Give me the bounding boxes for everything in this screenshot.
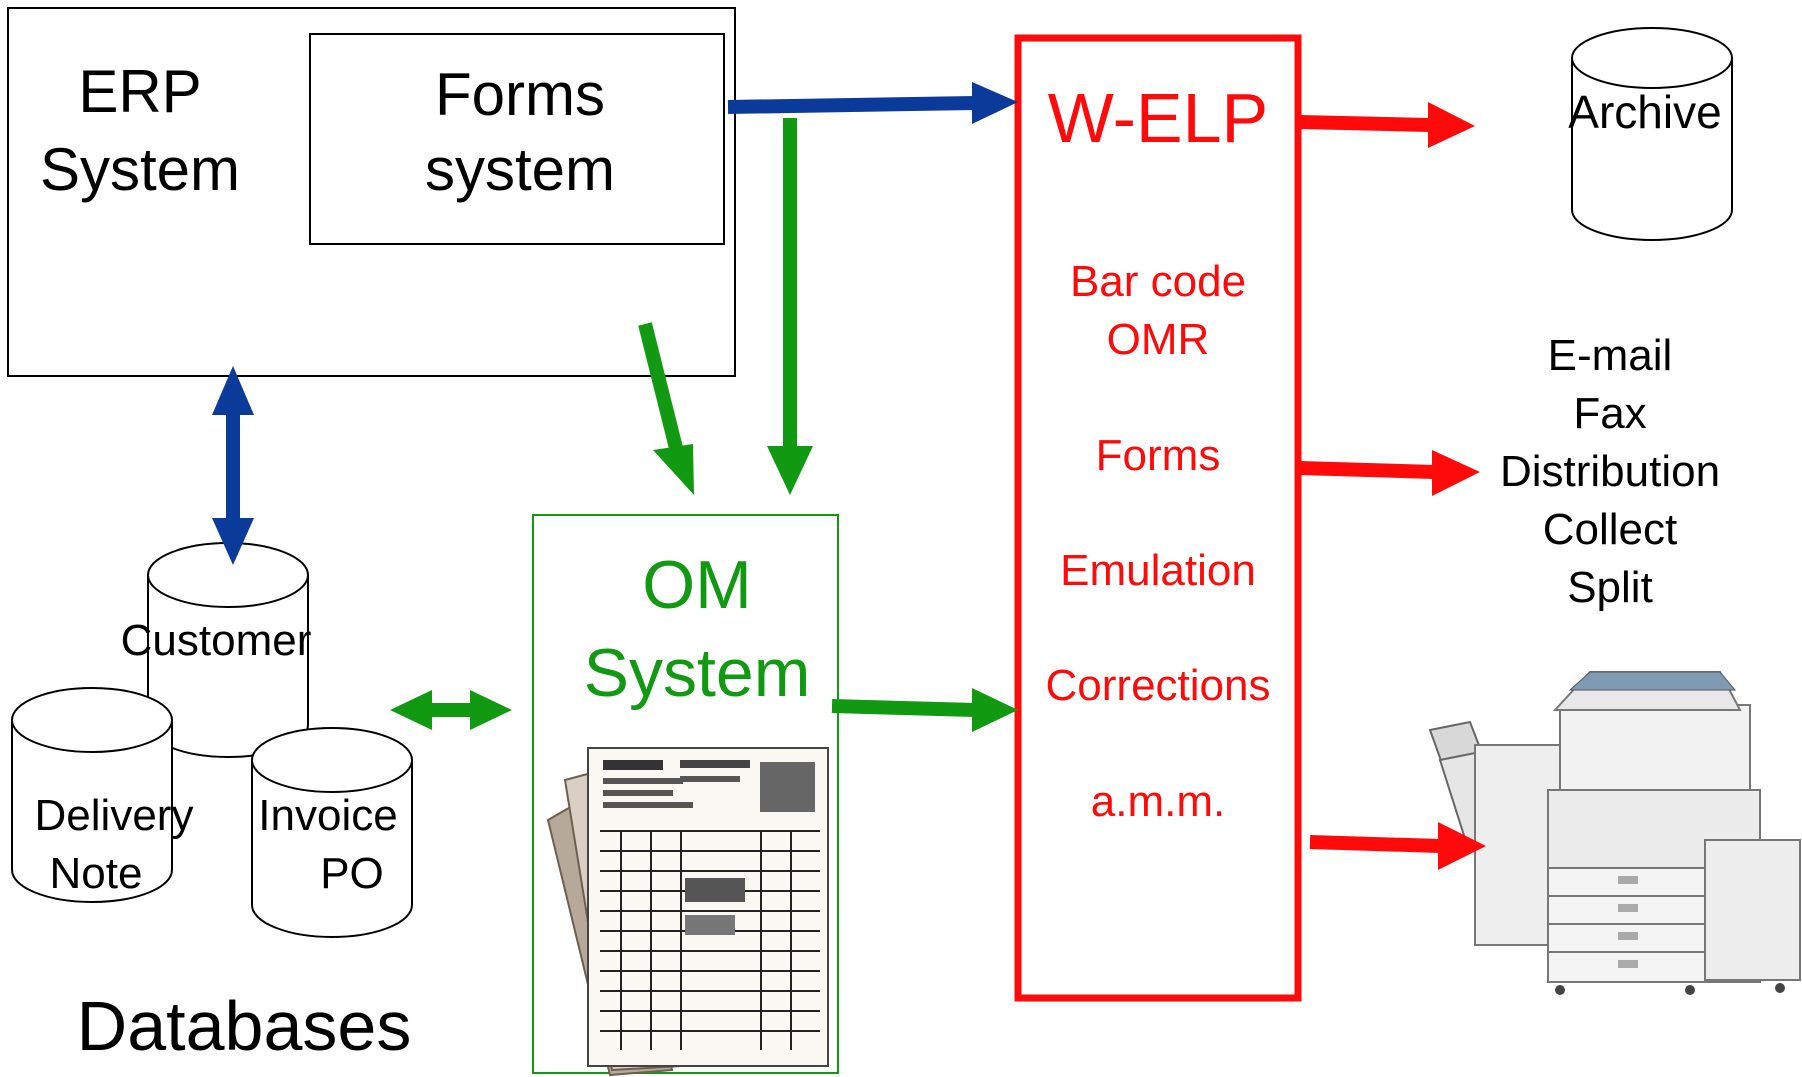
forms-label-line1: Forms [435,61,605,128]
output-list: E-mail Fax Distribution Collect Split [1500,331,1720,612]
forms-label-line2: system [425,136,615,203]
welp-item-forms: Forms [1096,431,1221,480]
output-fax: Fax [1573,389,1646,438]
arrow-db-om-bidirectional [390,690,512,730]
arrow-welp-to-printer [1309,822,1486,870]
customer-label: Customer [121,616,312,665]
erp-label-line1: ERP [78,58,201,125]
archive-cylinder [1571,27,1733,241]
forms-system-box: Forms system [309,33,725,245]
welp-title: W-ELP [1048,79,1268,157]
delivery-note-cylinder [11,687,173,903]
customer-cylinder [147,542,309,758]
arrow-forms-to-om [767,118,813,495]
welp-item-emulation: Emulation [1060,546,1256,595]
arrows [212,82,1486,870]
welp-item-barcode: Bar code [1070,257,1246,306]
output-email: E-mail [1548,331,1673,380]
arrow-erp-customer-bidirectional [212,366,254,565]
printed-forms-icon [546,747,829,1077]
welp-item-corrections: Corrections [1046,661,1271,710]
welp-item-amm: a.m.m. [1091,777,1225,826]
arrow-welp-to-outputs [1299,450,1480,496]
arrow-erp-to-om [638,322,694,495]
databases-caption: Databases [77,987,412,1065]
om-label-line1: OM [642,547,752,623]
arrow-welp-to-archive [1299,102,1475,148]
invoice-po-cylinder [251,727,413,938]
welp-box: W-ELP Bar code OMR Forms Emulation Corre… [1014,34,1302,1002]
arrow-om-to-welp [831,688,1018,732]
output-collect: Collect [1543,505,1678,554]
invoice-label-line2: PO [320,849,384,898]
invoice-label-line1: Invoice [258,791,397,840]
welp-item-omr: OMR [1107,315,1210,364]
om-label-line2: System [584,635,811,711]
output-split: Split [1567,563,1653,612]
delivery-label-line1: Delivery [35,791,194,840]
archive-label: Archive [1568,86,1721,138]
output-distribution: Distribution [1500,447,1720,496]
delivery-label-line2: Note [50,849,143,898]
arrow-forms-to-welp [727,82,1018,124]
printer-icon [1428,671,1801,995]
erp-label-line2: System [40,136,240,203]
